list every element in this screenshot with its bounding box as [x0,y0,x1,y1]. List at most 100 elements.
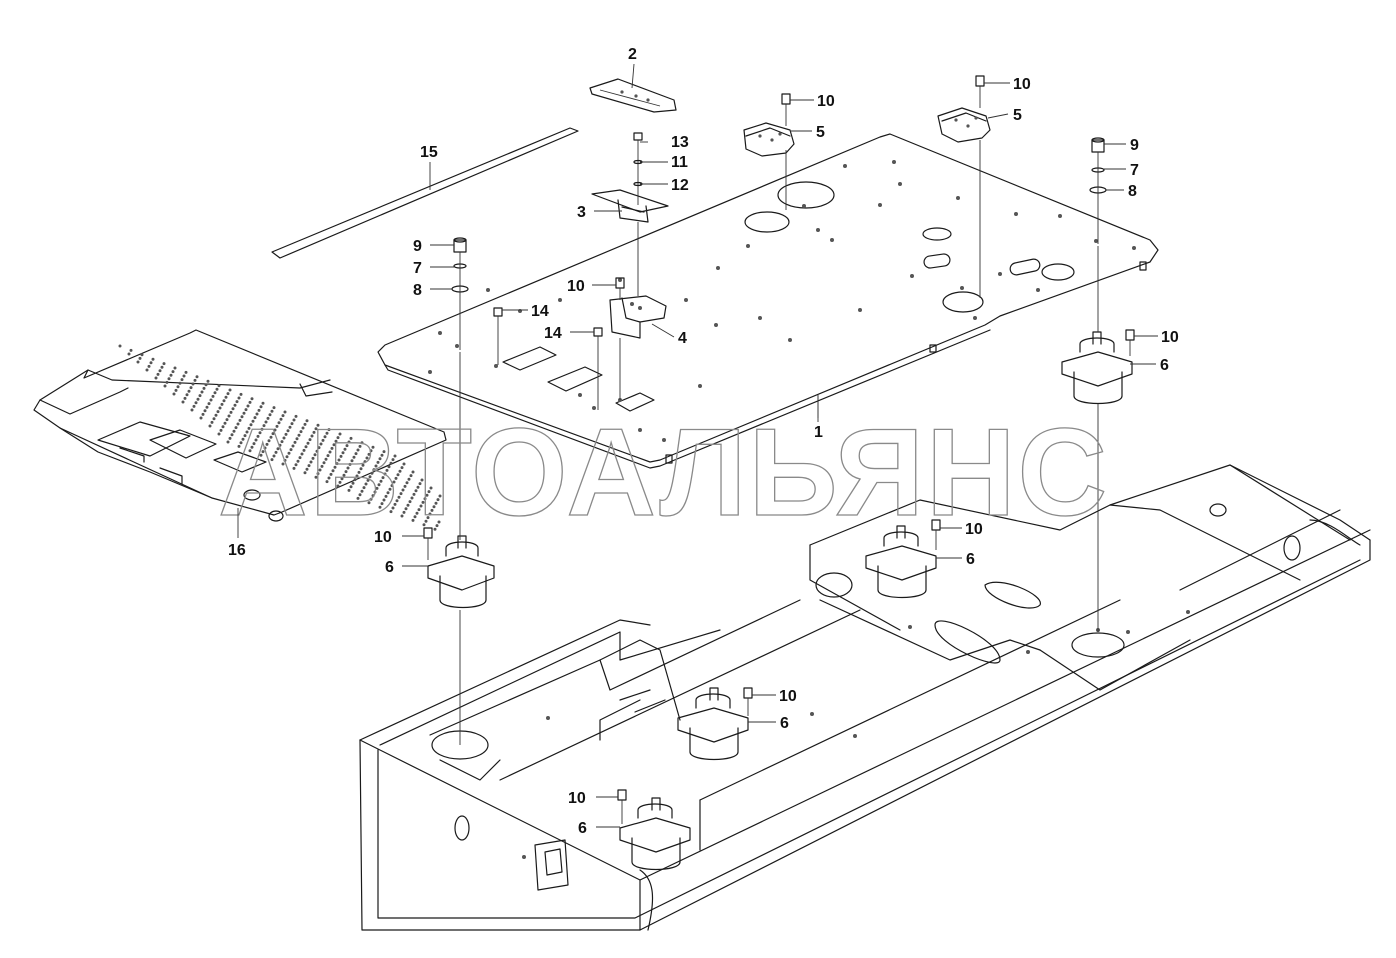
callout-10-b: 10 [1013,76,1031,93]
tray-dimple [291,444,295,448]
floor-plate-part-1 [377,133,1159,469]
tray-dimple [351,481,355,485]
callout-10-e: 10 [374,529,392,546]
tray-dimple [282,436,286,440]
tray-dimple [330,446,334,450]
tray-dimple [199,416,203,420]
tray-dimple [434,501,438,505]
strip-part-15 [271,127,579,259]
tray-dimple [416,485,420,489]
tray-dimple [149,361,153,365]
tray-dimple [333,465,337,469]
tray-dimple [210,420,214,424]
callout-6-c: 6 [966,551,975,568]
tray-dimple [118,344,122,348]
tray-dimple [336,436,340,440]
tray-dimple [314,427,318,431]
tray-dimple [383,472,387,476]
callout-6-a: 6 [1160,357,1169,374]
tray-dimple [363,460,367,464]
tray-dimple [262,424,266,428]
assembly-axis-lines [459,140,1099,745]
tray-dimple [160,365,164,369]
tray-dimple [342,473,346,477]
tray-dimple [233,403,237,407]
tray-dimple [182,374,186,378]
tray-dimple [408,500,412,504]
tray-dimple [257,408,261,412]
tray-dimple [420,478,424,482]
callout-1: 1 [814,424,823,441]
mount-part-6-right [1061,331,1133,405]
tray-dimple [348,462,352,466]
tray-dimple [411,470,415,474]
tray-dimple [240,415,244,419]
tray-dimple [283,458,287,462]
tray-dimple [325,480,329,484]
tray-dimple [353,478,357,482]
tray-dimple [338,432,342,436]
tray-dimple [230,433,234,437]
tray-dimple [154,376,158,380]
tray-dimple [273,428,277,432]
tray-dimple [279,417,283,421]
tray-dimple [381,476,385,480]
tray-dimple [242,411,246,415]
mount-part-6-middle [677,687,749,761]
tray-dimple [340,477,344,481]
tray-dimple [219,428,223,432]
tray-dimple [235,400,239,404]
tray-dimple [260,427,264,431]
tray-dimple [138,356,142,360]
tray-dimple [399,492,403,496]
tray-dimple [352,455,356,459]
callout-16: 16 [228,542,246,559]
callout-14-a: 14 [531,303,549,320]
tray-dimple [250,445,254,449]
tray-dimple [317,446,321,450]
tray-dimple [270,409,274,413]
tray-dimple [378,457,382,461]
tray-dimple [437,520,441,524]
mount-part-6-rear [865,525,937,599]
tray-dimple [393,502,397,506]
tray-dimple [395,499,399,503]
tray-dimple [358,444,362,448]
tray-dimple [336,484,340,488]
tray-dimple [203,409,207,413]
tray-dimple [334,439,338,443]
tray-dimple [380,453,384,457]
tray-dimple [304,445,308,449]
tray-dimple [270,458,274,462]
tray-dimple [380,502,384,506]
tray-dimple [406,503,410,507]
tray-dimple [414,489,418,493]
callout-13: 13 [671,134,689,151]
tray-dimple [183,396,187,400]
tray-dimple [391,506,395,510]
tray-dimple [343,447,347,451]
tray-dimple [196,397,200,401]
tray-dimple [129,348,133,352]
tray-dimple [215,387,219,391]
tray-dimple [220,402,224,406]
tray-dimple [241,437,245,441]
tray-dimple [319,442,323,446]
clamp-part-3 [591,189,669,223]
tray-dimple [299,430,303,434]
tray-dimple [379,479,383,483]
callout-10-g: 10 [779,688,797,705]
tray-dimple [391,458,395,462]
tray-dimple [361,463,365,467]
callout-7-b: 7 [413,260,422,277]
tray-dimple [217,384,221,388]
tray-dimple [369,497,373,501]
tray-dimple [301,426,305,430]
tray-dimple [292,418,296,422]
tray-dimple [195,375,199,379]
tray-dimple [382,498,386,502]
tray-dimple [409,474,413,478]
tray-dimple [297,433,301,437]
tray-dimple [163,384,167,388]
tray-dimple [289,448,293,452]
